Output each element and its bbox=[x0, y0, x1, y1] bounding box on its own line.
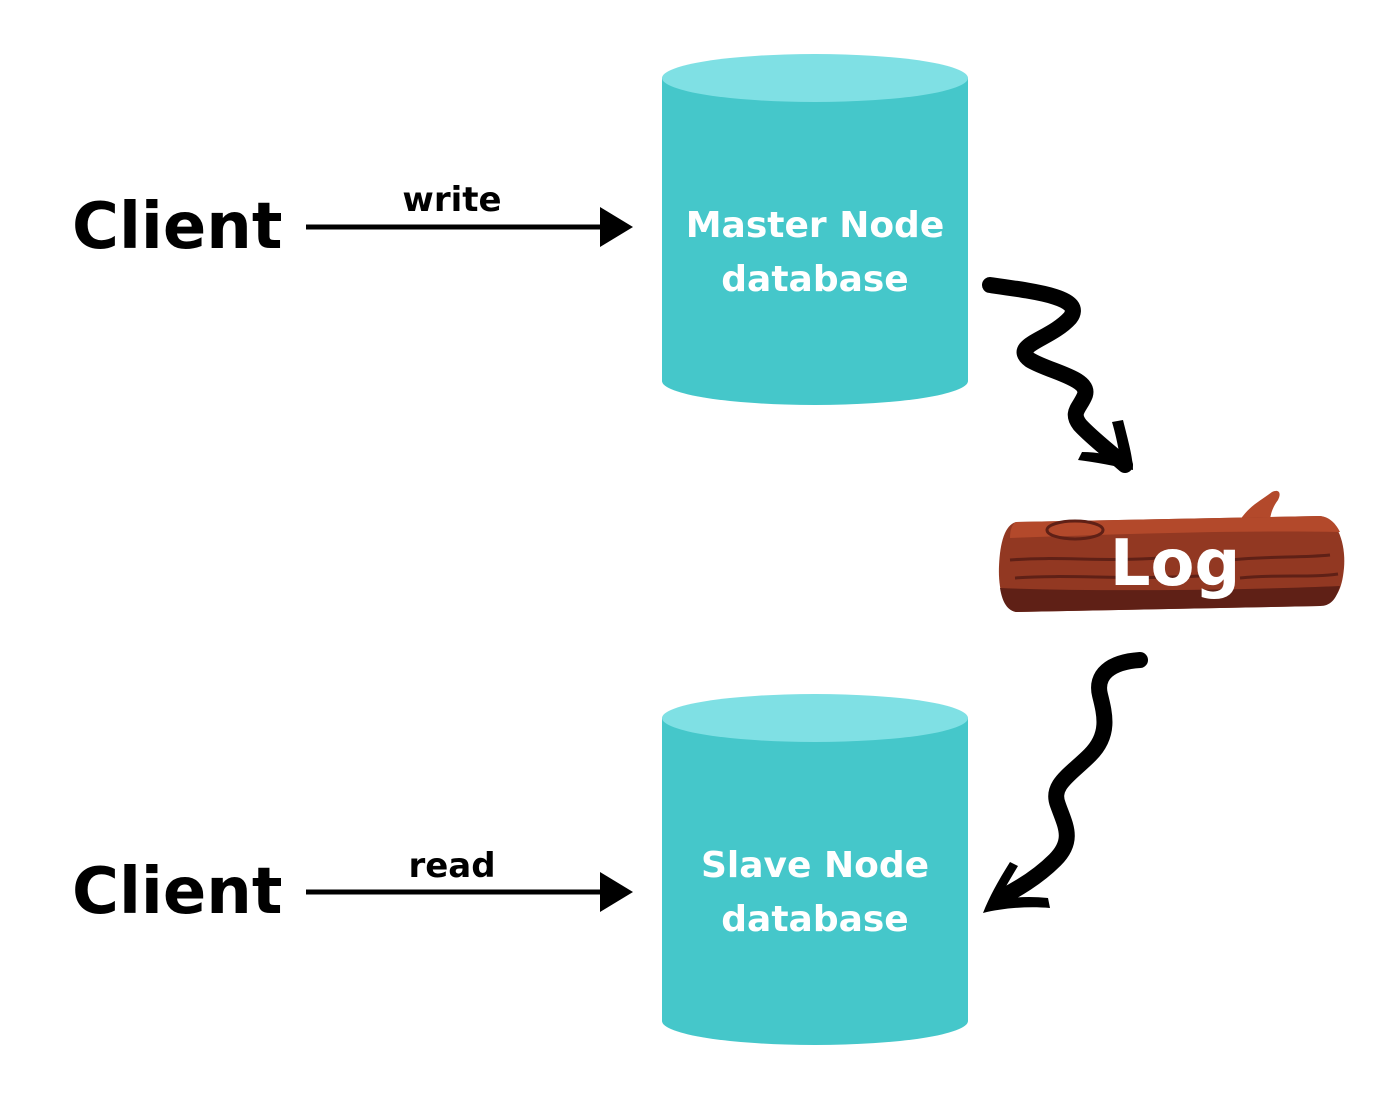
read-label: read bbox=[408, 846, 495, 886]
wooden-log-icon bbox=[998, 490, 1345, 612]
slave-db-title: Slave Node bbox=[701, 845, 929, 886]
slave-database: Slave Node database bbox=[662, 694, 968, 1045]
master-database: Master Node database bbox=[662, 54, 968, 405]
database-cylinder-icon bbox=[662, 694, 968, 1045]
database-cylinder-icon bbox=[662, 54, 968, 405]
read-arrow bbox=[306, 872, 633, 912]
replication-arrow-log-to-slave bbox=[983, 652, 1148, 913]
replication-arrow-master-to-log bbox=[982, 277, 1133, 473]
master-db-subtitle: database bbox=[721, 259, 908, 300]
master-db-title: Master Node bbox=[686, 205, 945, 246]
write-arrow bbox=[306, 207, 633, 247]
slave-db-subtitle: database bbox=[721, 899, 908, 940]
log-node: Log bbox=[998, 490, 1345, 612]
log-label: Log bbox=[1110, 527, 1241, 601]
client-label-read: Client bbox=[72, 855, 282, 929]
client-label-write: Client bbox=[72, 190, 282, 264]
write-label: write bbox=[402, 180, 501, 220]
